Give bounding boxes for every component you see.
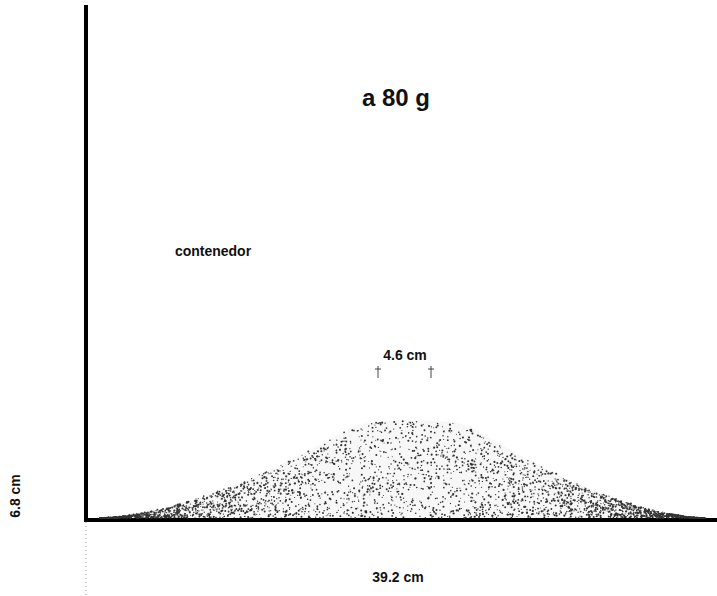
width-ticks xyxy=(375,366,434,378)
container-floor xyxy=(84,518,717,522)
dim-guide xyxy=(86,522,87,596)
dimension: 6.8 cm xyxy=(8,474,22,518)
dimension: 39.2 cm xyxy=(372,570,423,584)
dimension: 4.6 cm xyxy=(383,348,427,362)
title: a 80 g xyxy=(362,86,430,110)
pile-shape xyxy=(100,420,705,518)
container-label: contenedor xyxy=(175,244,251,258)
container-wall xyxy=(84,5,88,522)
sand-pile xyxy=(99,420,706,519)
